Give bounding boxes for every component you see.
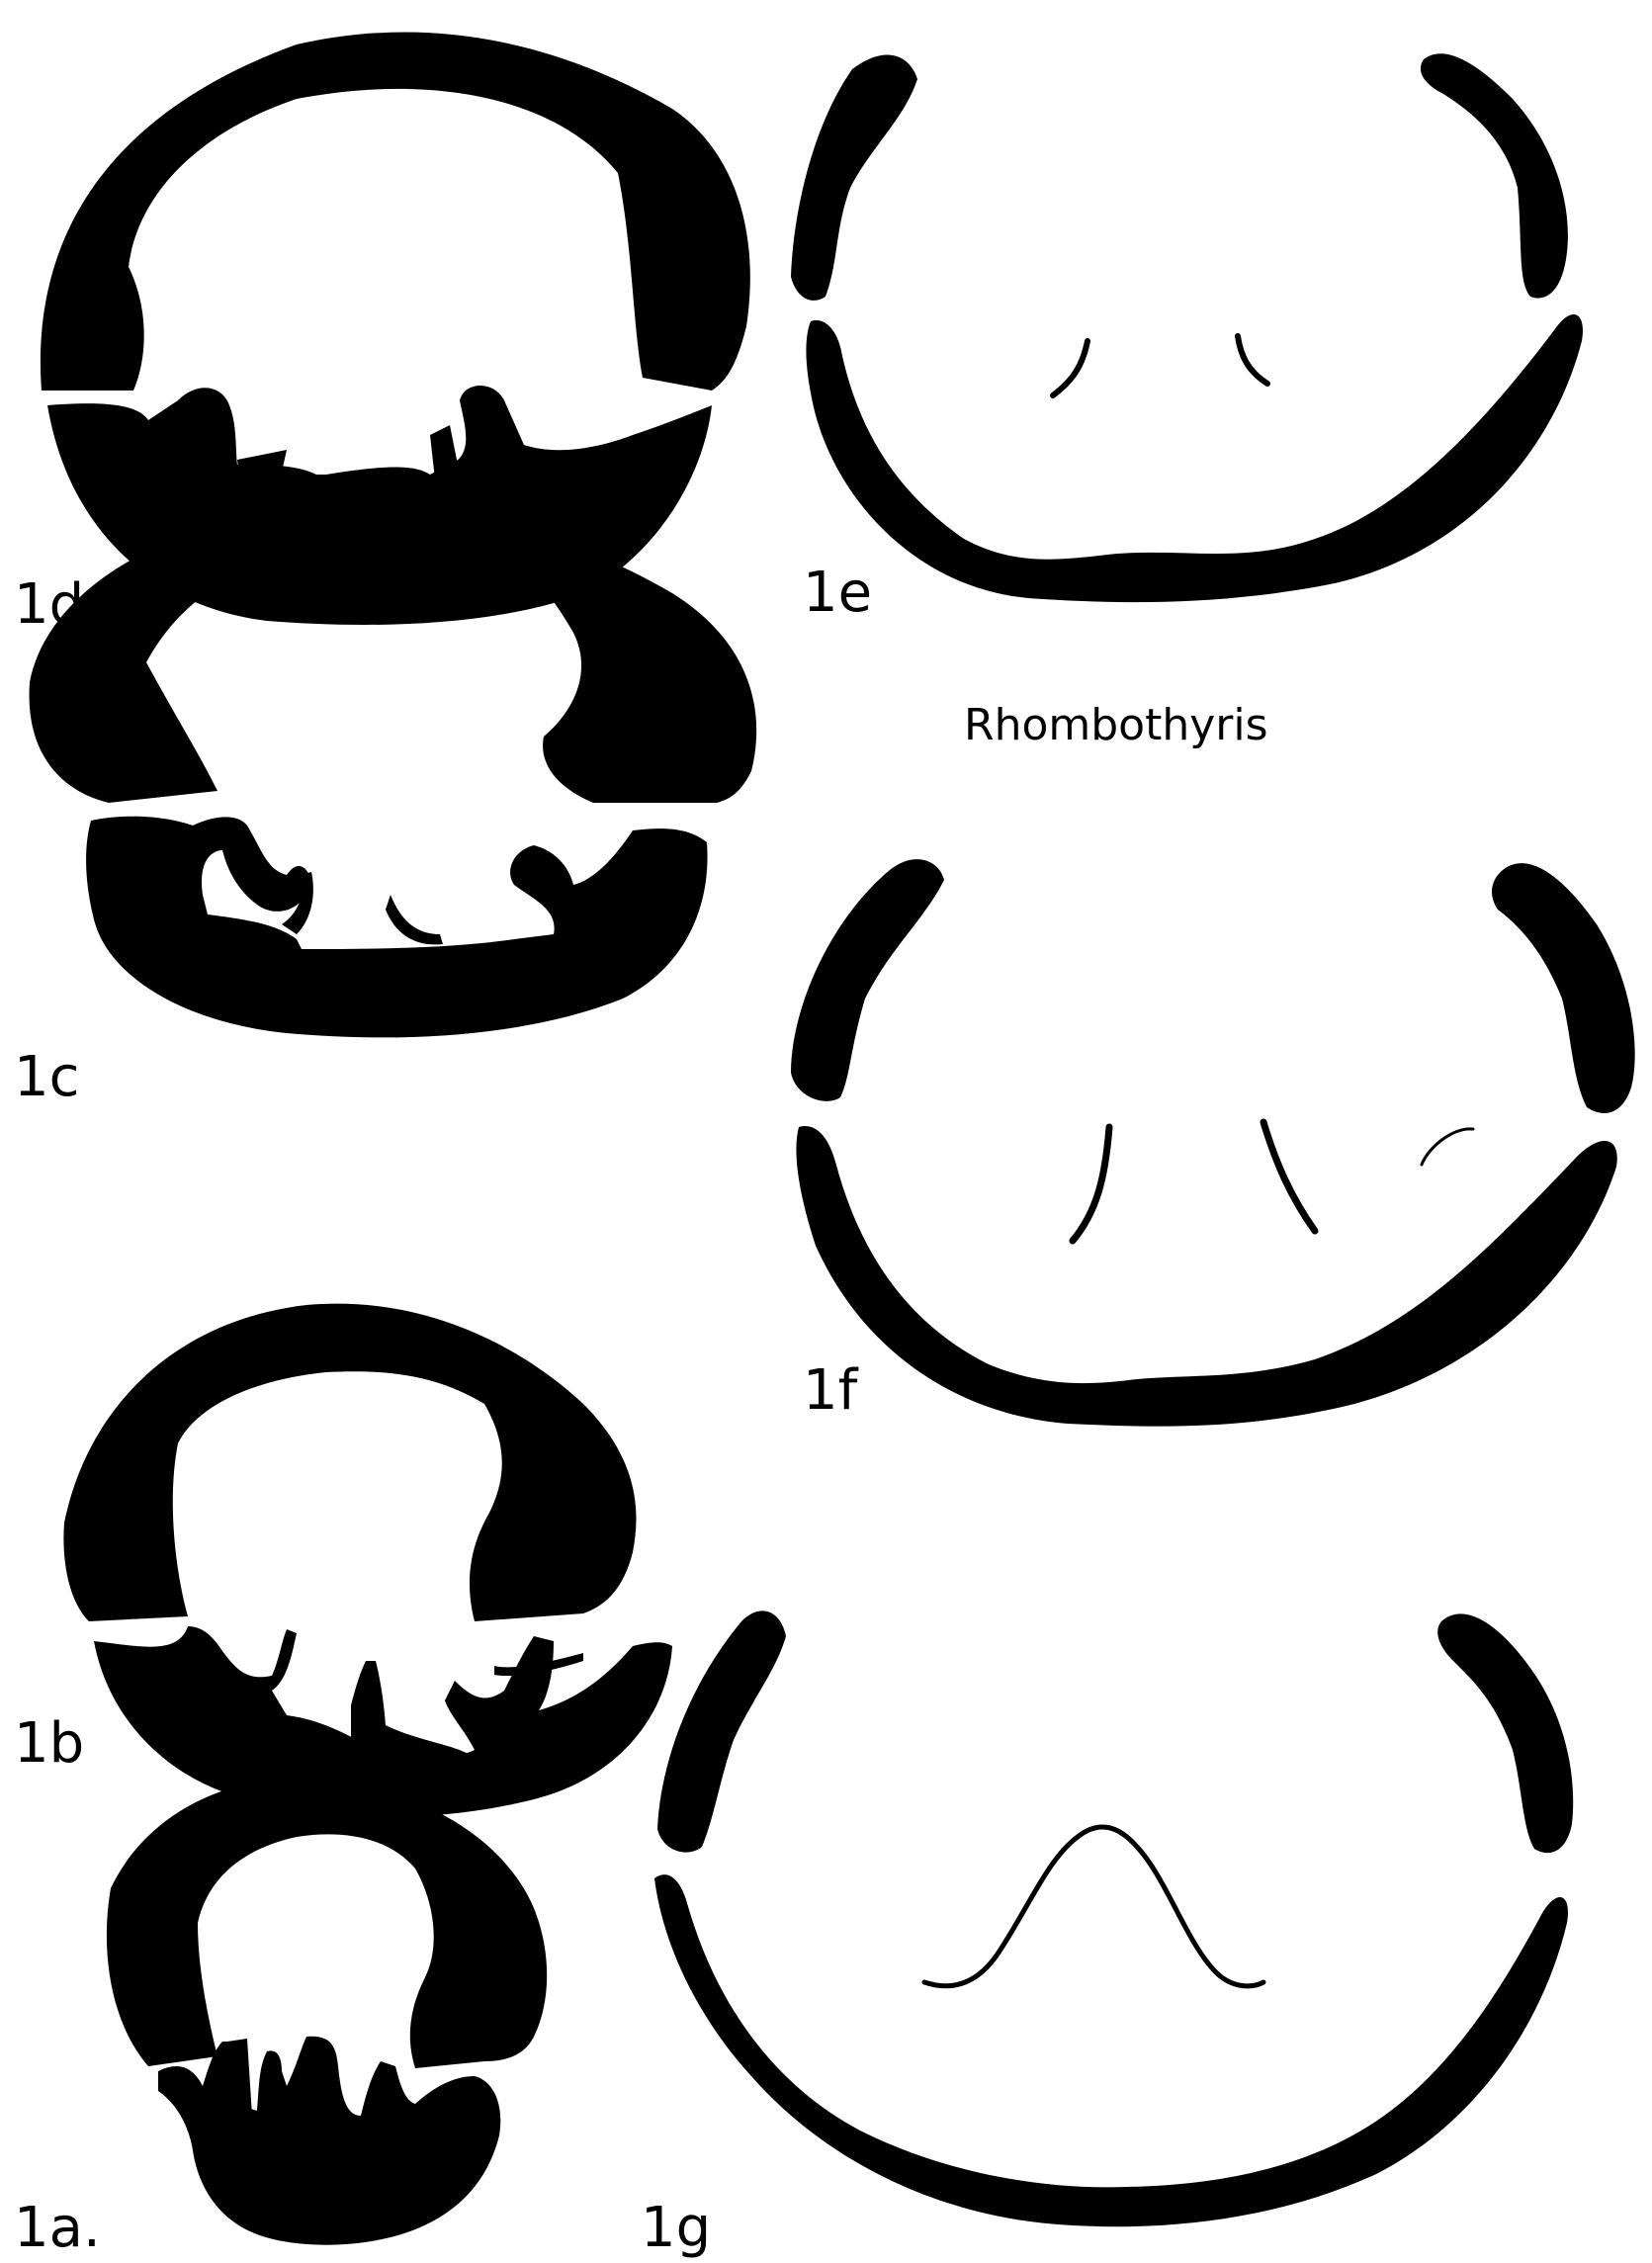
figure-label-1a: 1a. (14, 2196, 101, 2260)
section-1g-dorsal-left (657, 1610, 786, 1852)
figure-1e: 1e (791, 53, 1583, 625)
figure-label-1e: 1e (803, 561, 872, 625)
section-1g-loop (924, 1827, 1263, 1986)
section-1a-ventral-valve (158, 2037, 500, 2245)
figure-1d: 1d (14, 33, 750, 637)
section-1f-dorsal-right (1492, 863, 1635, 1113)
figure-label-1b: 1b (14, 1711, 84, 1776)
genus-title: Rhombothyris (964, 700, 1268, 750)
section-1e-dorsal-right (1421, 53, 1568, 298)
section-1e-dorsal-left (791, 55, 917, 301)
figure-1a: 1a. (14, 1778, 547, 2260)
figure-label-1f: 1f (803, 1358, 859, 1423)
section-1a-dorsal-valve (107, 1778, 547, 2068)
figure-1b: 1b (14, 1304, 672, 1817)
section-1e-crus-left (1053, 341, 1087, 395)
section-1f-stray-fragment (1422, 1129, 1473, 1165)
section-1c-hook-right (386, 895, 443, 944)
section-1d-crus-right (430, 425, 460, 479)
figure-label-1c: 1c (14, 1045, 79, 1109)
section-1g-dorsal-right (1437, 1613, 1573, 1853)
section-1g-ventral (654, 1874, 1568, 2226)
figure-1g: 1g (641, 1610, 1573, 2260)
section-1f-crus-right (1263, 1122, 1315, 1231)
section-1f-crus-left (1073, 1127, 1109, 1241)
section-1e-crus-right (1238, 336, 1267, 384)
section-1f-dorsal-left (791, 859, 944, 1101)
figure-1f: 1f (791, 859, 1635, 1427)
section-1e-ventral (806, 314, 1583, 602)
figure-label-1g: 1g (641, 2196, 711, 2260)
section-1f-ventral (796, 1126, 1616, 1427)
section-1b-dorsal-valve (63, 1304, 636, 1621)
section-1d-dorsal-valve (41, 33, 750, 391)
